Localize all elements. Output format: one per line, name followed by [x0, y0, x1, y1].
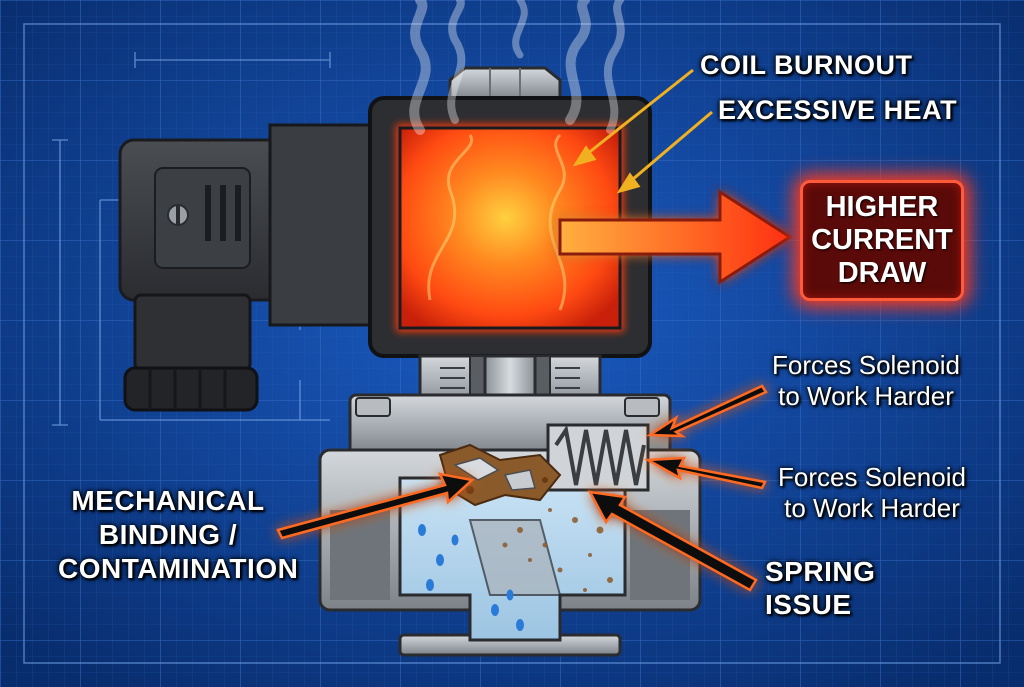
mechanical-line-1: MECHANICAL [71, 485, 265, 516]
spring-line-1: SPRING [765, 556, 876, 587]
arrow-mechanical-binding [276, 472, 475, 540]
water-drops [418, 524, 524, 631]
forces-upper-line-1: Forces Solenoid [772, 350, 960, 380]
forces-solenoid-label-lower: Forces Solenoid to Work Harder [772, 462, 972, 524]
forces-solenoid-label-upper: Forces Solenoid to Work Harder [766, 350, 966, 412]
binding-debris [438, 443, 562, 507]
valve-spring [546, 423, 650, 492]
excessive-heat-label: EXCESSIVE HEAT [718, 95, 958, 125]
din-connector [118, 123, 382, 412]
higher-current-draw-box: HIGHER CURRENT DRAW [800, 180, 964, 301]
current-draw-line-3: DRAW [837, 257, 927, 289]
forces-lower-line-1: Forces Solenoid [778, 462, 966, 492]
mechanical-line-3: CONTAMINATION [58, 553, 299, 584]
callout-arrows-coil [572, 68, 713, 194]
arrow-forces-upper [645, 384, 768, 438]
forces-lower-line-2: to Work Harder [784, 493, 960, 523]
spring-issue-label: SPRING ISSUE [765, 555, 875, 621]
mechanical-line-2: BINDING / [98, 519, 238, 550]
forces-upper-line-2: to Work Harder [778, 381, 954, 411]
arrow-spring-issue [587, 490, 758, 592]
arrow-forces-lower [643, 456, 767, 490]
current-draw-line-1: HIGHER [825, 191, 939, 223]
blueprint-frame [23, 23, 1001, 664]
coil-burnout-label: COIL BURNOUT [700, 50, 913, 80]
spring-line-2: ISSUE [765, 589, 852, 620]
black-callout-arrows [276, 384, 768, 592]
mechanical-binding-label: MECHANICAL BINDING / CONTAMINATION [58, 484, 299, 586]
current-draw-arrow [558, 189, 793, 285]
current-draw-line-2: CURRENT [811, 224, 953, 256]
heat-smoke [409, 0, 625, 135]
